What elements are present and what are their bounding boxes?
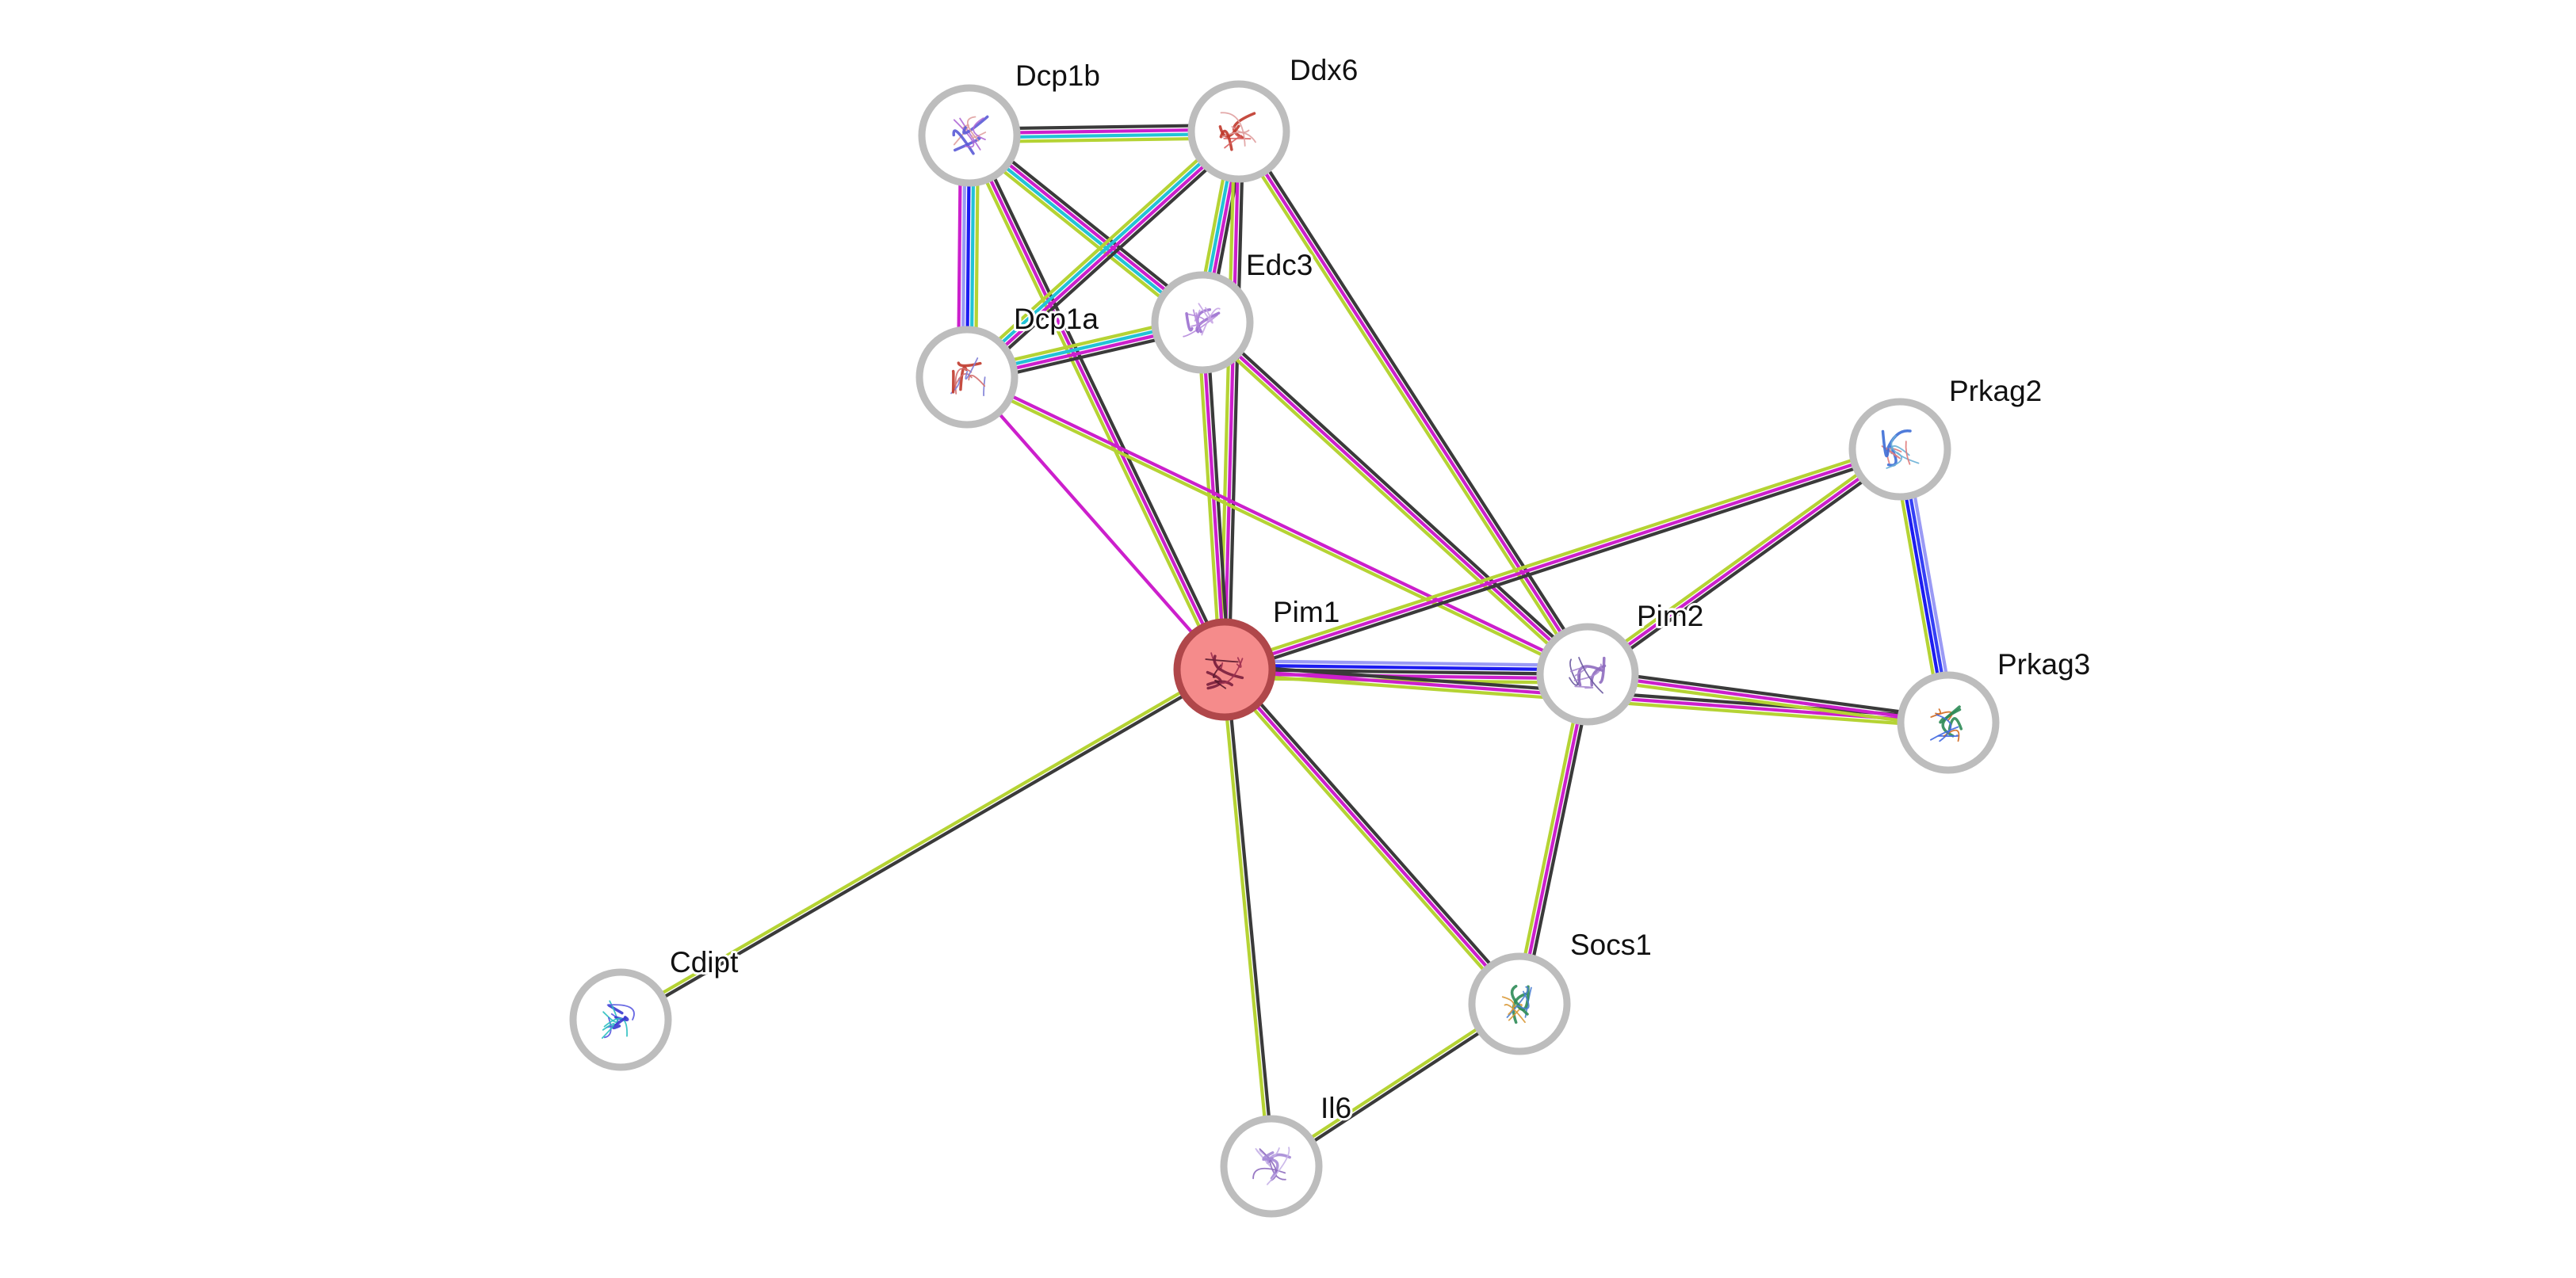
edge-stripe-textmining	[961, 125, 1236, 374]
node-prkag3[interactable]: Prkag3	[1897, 646, 2093, 774]
edge-stripe-homology	[1225, 658, 1588, 668]
node-dcp1a[interactable]: Dcp1a	[915, 300, 1101, 429]
node-il6[interactable]: Il6	[1220, 1089, 1354, 1218]
edge-stripe-experiments	[1223, 668, 1521, 1005]
edge-stripe-textmining	[1584, 444, 1899, 673]
protein-structure-icon	[1218, 112, 1256, 151]
edge-stripe-experiments	[1237, 130, 1589, 676]
protein-structure-icon	[952, 115, 989, 155]
node-label: Pim1	[1273, 596, 1340, 628]
edge-prkag2-pim1[interactable]	[1222, 443, 1902, 676]
edge-stripe-coexpression	[1204, 318, 1592, 673]
edge-stripe-coexpression	[1240, 128, 1593, 673]
node-label: Edc3	[1246, 249, 1313, 281]
protein-structure-icon	[950, 357, 986, 397]
node-pim1[interactable]: Pim1	[1173, 593, 1342, 721]
node-prkag2[interactable]: Prkag2	[1848, 372, 2044, 501]
node-label: Dcp1a	[1014, 303, 1099, 335]
edge-edc3-pim2[interactable]	[1198, 318, 1592, 679]
node-label: Dcp1b	[1015, 59, 1100, 92]
edge-stripe-coexpression	[1227, 132, 1245, 670]
query-node-circle	[1173, 618, 1276, 721]
node-circle	[1848, 398, 1951, 501]
node-pim2[interactable]: Pim2	[1536, 597, 1706, 726]
edge-stripe-experiments	[965, 376, 1226, 671]
node-label: Cdipt	[670, 946, 739, 979]
edges-layer	[618, 123, 1957, 1170]
node-label: Prkag2	[1949, 375, 2042, 407]
edge-dcp1b-pim1[interactable]	[964, 132, 1230, 673]
edge-stripe-textmining	[1586, 677, 1948, 729]
protein-structure-icon	[1569, 656, 1607, 694]
edge-ddx6-dcp1a[interactable]	[961, 125, 1244, 383]
edge-stripe-coexpression	[1588, 451, 1904, 680]
edge-stripe-textmining	[1233, 132, 1586, 678]
edge-stripe-experiments	[967, 132, 1242, 380]
edge-stripe-textmining	[1198, 324, 1586, 679]
edge-stripe-coexpression	[621, 670, 1227, 1024]
edge-stripe-coexpression	[972, 132, 1230, 669]
protein-structure-icon	[1501, 984, 1532, 1024]
edge-stripe-experiments	[1201, 321, 1589, 676]
node-label: Il6	[1320, 1092, 1351, 1124]
node-cdipt[interactable]: Cdipt	[569, 944, 741, 1071]
edge-dcp1a-pim1[interactable]	[965, 376, 1226, 671]
edge-stripe-coexpression	[1226, 665, 1524, 1002]
edge-stripe-coexpression	[1225, 452, 1902, 676]
node-label: Pim2	[1637, 600, 1703, 632]
edge-stripe-textmining	[1220, 671, 1518, 1009]
protein-structure-icon	[1252, 1146, 1291, 1185]
edge-stripe-experiments	[1224, 448, 1901, 671]
edge-stripe-experiments	[1586, 448, 1901, 676]
edge-stripe-textmining	[964, 136, 1222, 673]
edge-stripe-gene-fusion	[1225, 663, 1588, 672]
node-label: Prkag3	[1997, 648, 2090, 681]
edge-stripe-coexpression	[1225, 669, 1275, 1166]
edge-stripe-experiments	[1222, 131, 1241, 670]
edge-ddx6-pim2[interactable]	[1233, 128, 1593, 678]
node-dcp1b[interactable]: Dcp1b	[918, 57, 1103, 187]
edge-stripe-textmining	[1222, 443, 1899, 667]
edge-stripe-experiments	[1517, 673, 1590, 1005]
node-ddx6[interactable]: Ddx6	[1187, 52, 1360, 183]
edge-stripe-textmining	[1221, 670, 1271, 1167]
edge-stripe-textmining	[618, 666, 1225, 1020]
edge-pim2-prkag3[interactable]	[1586, 668, 1950, 729]
node-label: Ddx6	[1290, 54, 1358, 86]
node-socs1[interactable]: Socs1	[1468, 926, 1654, 1055]
protein-structure-icon	[1205, 652, 1244, 690]
edge-stripe-experiments	[968, 135, 1226, 670]
node-label: Socs1	[1570, 929, 1652, 961]
edge-stripe-coexpression	[1522, 674, 1594, 1005]
protein-structure-icon	[1881, 429, 1920, 469]
edge-dcp1a-pim2[interactable]	[965, 373, 1590, 678]
node-edc3[interactable]: Edc3	[1151, 246, 1315, 374]
edge-stripe-experiments	[967, 373, 1590, 674]
edge-stripe-textmining	[1513, 673, 1585, 1004]
edge-pim1-cdipt[interactable]	[618, 666, 1227, 1024]
edge-prkag2-pim2[interactable]	[1584, 444, 1904, 680]
edge-stripe-curated-databases	[964, 128, 1239, 377]
edge-stripe-experiments	[1587, 672, 1949, 725]
protein-structure-icon	[1183, 303, 1221, 338]
edge-stripe-coexpression	[970, 135, 1244, 383]
edge-pim2-socs1[interactable]	[1513, 673, 1594, 1005]
edge-pim1-il6[interactable]	[1221, 669, 1275, 1167]
edge-pim1-socs1[interactable]	[1220, 665, 1524, 1009]
protein-structure-icon	[1930, 705, 1963, 742]
node-circle	[1897, 671, 2000, 774]
protein-structure-icon	[602, 1000, 635, 1039]
edge-stripe-coexpression	[1588, 668, 1950, 720]
edge-stripe-textmining	[965, 377, 1588, 678]
